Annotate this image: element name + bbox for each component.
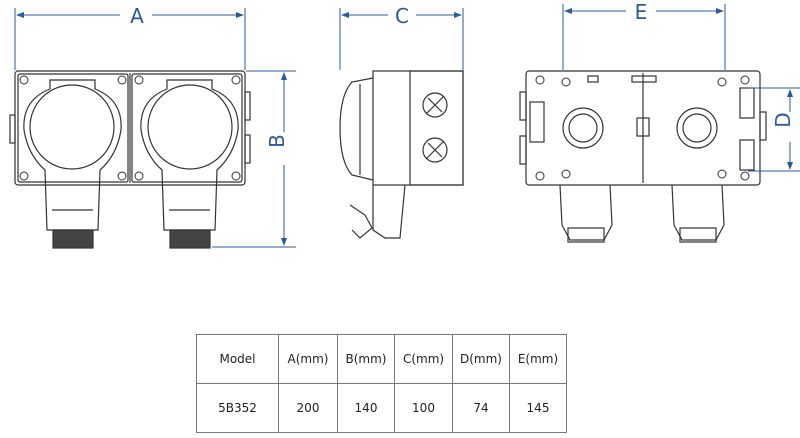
- dimension-label-c: C: [395, 4, 409, 28]
- dimension-d: [748, 87, 800, 172]
- cell-a: 200: [278, 383, 338, 433]
- dimension-a: [14, 8, 246, 70]
- front-view: [9, 70, 251, 249]
- cell-d: 74: [452, 383, 510, 433]
- side-view: [339, 70, 464, 239]
- header-e: E(mm): [509, 334, 567, 384]
- cell-c: 100: [394, 383, 453, 433]
- dimension-e: [562, 4, 726, 70]
- dimension-table: Model A(mm) B(mm) C(mm) D(mm) E(mm) 5B35…: [196, 334, 567, 433]
- dimension-b: [212, 70, 296, 248]
- technical-drawing: A B C: [9, 0, 800, 249]
- socket-right: [140, 79, 239, 249]
- dimension-label-e: E: [635, 0, 648, 24]
- header-b: B(mm): [337, 334, 395, 384]
- header-d: D(mm): [452, 334, 510, 384]
- cell-e: 145: [509, 383, 567, 433]
- dimension-label-d: D: [771, 112, 795, 127]
- dimension-c: [339, 8, 464, 70]
- dimension-label-a: A: [130, 4, 144, 28]
- rear-view: [519, 70, 767, 243]
- cell-b: 140: [337, 383, 395, 433]
- cell-model: 5B352: [196, 383, 279, 433]
- header-model: Model: [196, 334, 279, 384]
- table-row: 5B352 200 140 100 74 145: [196, 383, 567, 433]
- header-c: C(mm): [394, 334, 453, 384]
- table-header-row: Model A(mm) B(mm) C(mm) D(mm) E(mm): [196, 334, 567, 384]
- socket-left: [23, 79, 122, 249]
- dimension-label-b: B: [265, 134, 289, 148]
- header-a: A(mm): [278, 334, 338, 384]
